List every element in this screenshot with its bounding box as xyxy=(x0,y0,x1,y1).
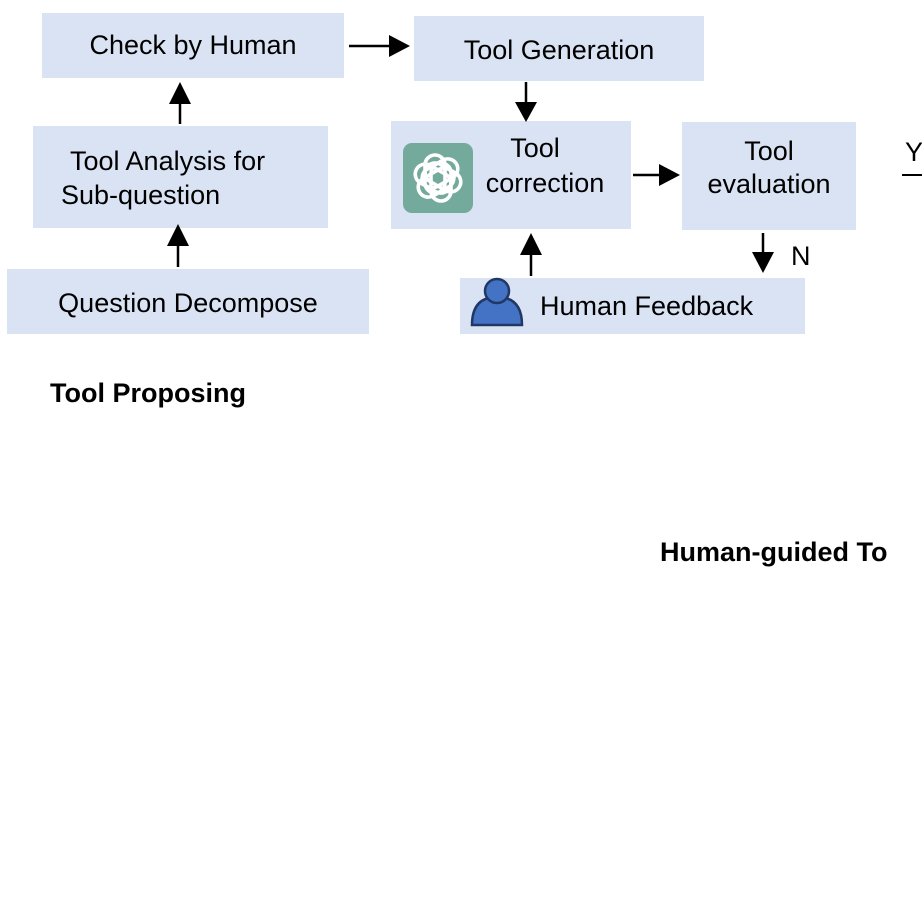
arrow-evaluation-to-feedback xyxy=(752,233,774,273)
tool-correction-label-line1: Tool xyxy=(510,133,560,163)
section-title-human-guided: Human-guided To xyxy=(660,537,888,567)
openai-logo-icon xyxy=(403,143,473,213)
check-by-human-box: Check by Human xyxy=(42,13,344,78)
edge-label-no: N xyxy=(791,241,811,271)
human-feedback-label: Human Feedback xyxy=(540,291,754,321)
tool-generation-box: Tool Generation xyxy=(414,16,704,81)
arrow-feedback-to-correction xyxy=(520,233,542,276)
arrow-decompose-to-analysis xyxy=(167,224,189,267)
arrow-check-to-generation xyxy=(349,35,410,57)
question-decompose-label: Question Decompose xyxy=(58,288,318,318)
arrow-analysis-to-check xyxy=(169,82,191,124)
arrow-generation-to-correction xyxy=(515,82,537,122)
tool-analysis-box: Tool Analysis for Sub-question xyxy=(33,126,328,228)
tool-analysis-label-line1: Tool Analysis for xyxy=(70,146,266,176)
check-by-human-label: Check by Human xyxy=(89,30,297,60)
tool-evaluation-label-line1: Tool xyxy=(744,136,794,166)
tool-evaluation-label-line2: evaluation xyxy=(707,169,831,199)
arrow-correction-to-evaluation xyxy=(633,164,680,186)
section-title-tool-proposing: Tool Proposing xyxy=(50,378,246,408)
tool-correction-label-line2: correction xyxy=(485,168,605,198)
tool-evaluation-box: Tool evaluation xyxy=(682,122,856,230)
person-icon xyxy=(470,277,524,327)
question-decompose-box: Question Decompose xyxy=(7,269,369,334)
tool-generation-label: Tool Generation xyxy=(463,35,655,65)
edge-label-yes: Y xyxy=(905,137,922,167)
tool-analysis-label-line2: Sub-question xyxy=(61,180,221,210)
